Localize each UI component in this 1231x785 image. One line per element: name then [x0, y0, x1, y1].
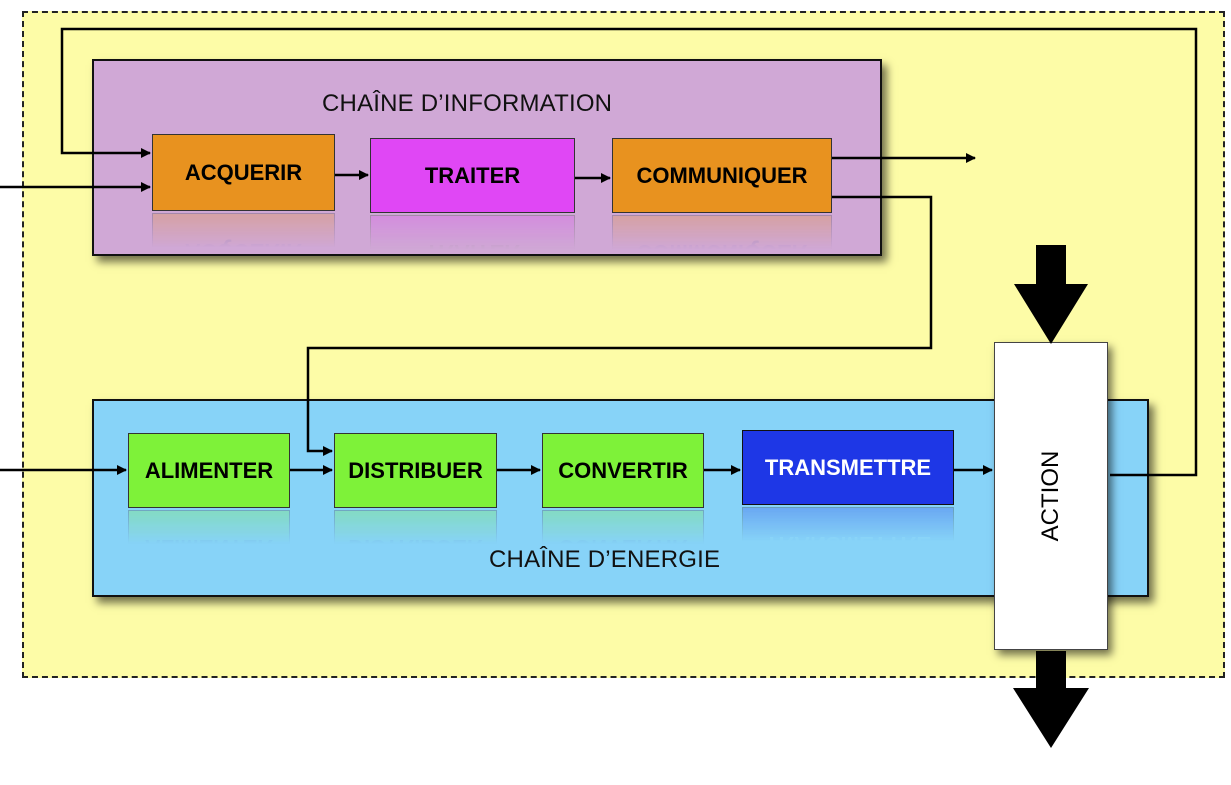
- action-box: ACTION: [994, 342, 1108, 650]
- action-label: ACTION: [1037, 450, 1064, 542]
- block-communiquer: COMMUNIQUER: [612, 138, 832, 213]
- block-transmettre: TRANSMETTRE: [742, 430, 954, 505]
- energy-chain-title: CHAÎNE D’ENERGIE: [489, 546, 721, 573]
- information-chain-title: CHAÎNE D’INFORMATION: [322, 90, 613, 117]
- block-convertir: CONVERTIR: [542, 433, 704, 508]
- block-distribuer: DISTRIBUER: [334, 433, 497, 508]
- block-acquerir: ACQUERIR: [152, 134, 335, 211]
- block-traiter: TRAITER: [370, 138, 575, 213]
- block-alimenter: ALIMENTER: [128, 433, 290, 508]
